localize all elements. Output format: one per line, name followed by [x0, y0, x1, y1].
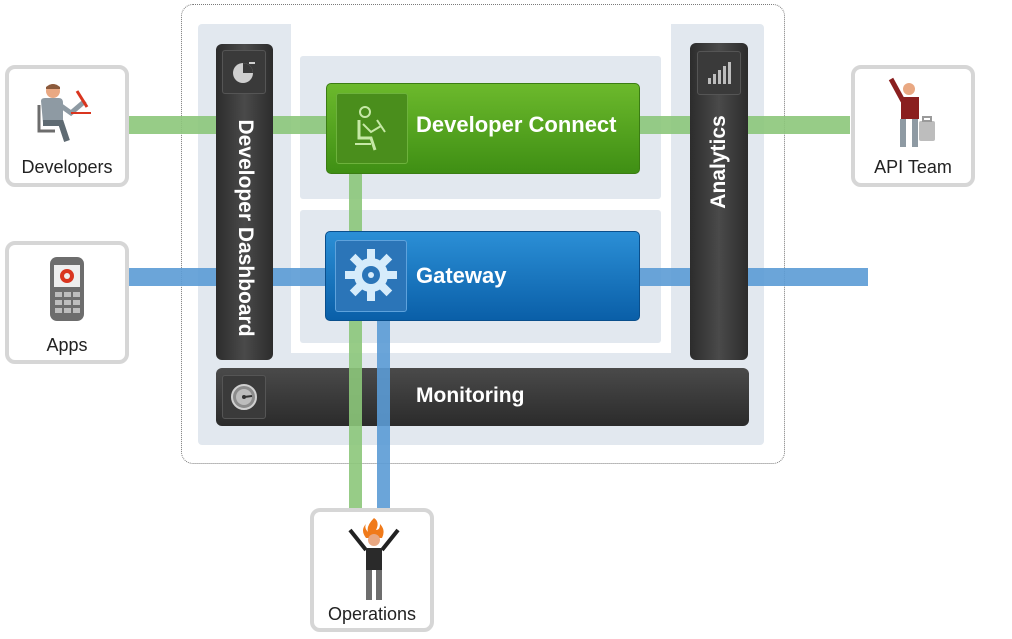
operations-blue-connection-line: [377, 318, 390, 508]
api-team-label: API Team: [874, 157, 952, 177]
signal-bars-icon: [697, 51, 741, 95]
developers-card: Developers: [5, 65, 129, 187]
monitoring-bar: Monitoring: [216, 368, 749, 426]
person-on-fire-icon: [344, 516, 404, 607]
operations-green-connection-line: [349, 170, 362, 508]
developer-dashboard-label: Developer Dashboard: [233, 119, 257, 337]
monitoring-label: Monitoring: [416, 384, 525, 407]
analytics-bar: Analytics: [690, 43, 748, 360]
speedometer-icon: [222, 375, 266, 419]
person-at-laptop-icon: [31, 79, 101, 154]
apps-card: Apps: [5, 241, 129, 364]
apps-label: Apps: [46, 335, 88, 355]
pie-chart-icon: [222, 50, 266, 94]
platform-frame: [181, 4, 785, 464]
gateway-box: Gateway: [325, 231, 640, 321]
developer-connect-label: Developer Connect: [416, 112, 617, 137]
developers-label: Developers: [21, 157, 113, 177]
developer-connect-box: Developer Connect: [326, 83, 640, 174]
operations-label: Operations: [327, 604, 417, 624]
person-at-laptop-icon: [336, 93, 408, 164]
traveler-with-suitcase-icon: [883, 77, 943, 158]
mobile-phone-gear-icon: [46, 255, 90, 330]
api-team-card: API Team: [851, 65, 975, 187]
gear-icon: [335, 240, 407, 312]
analytics-label: Analytics: [707, 114, 730, 209]
gateway-label: Gateway: [416, 263, 507, 288]
operations-card: Operations: [310, 508, 434, 632]
developer-dashboard-bar: Developer Dashboard: [216, 44, 273, 360]
